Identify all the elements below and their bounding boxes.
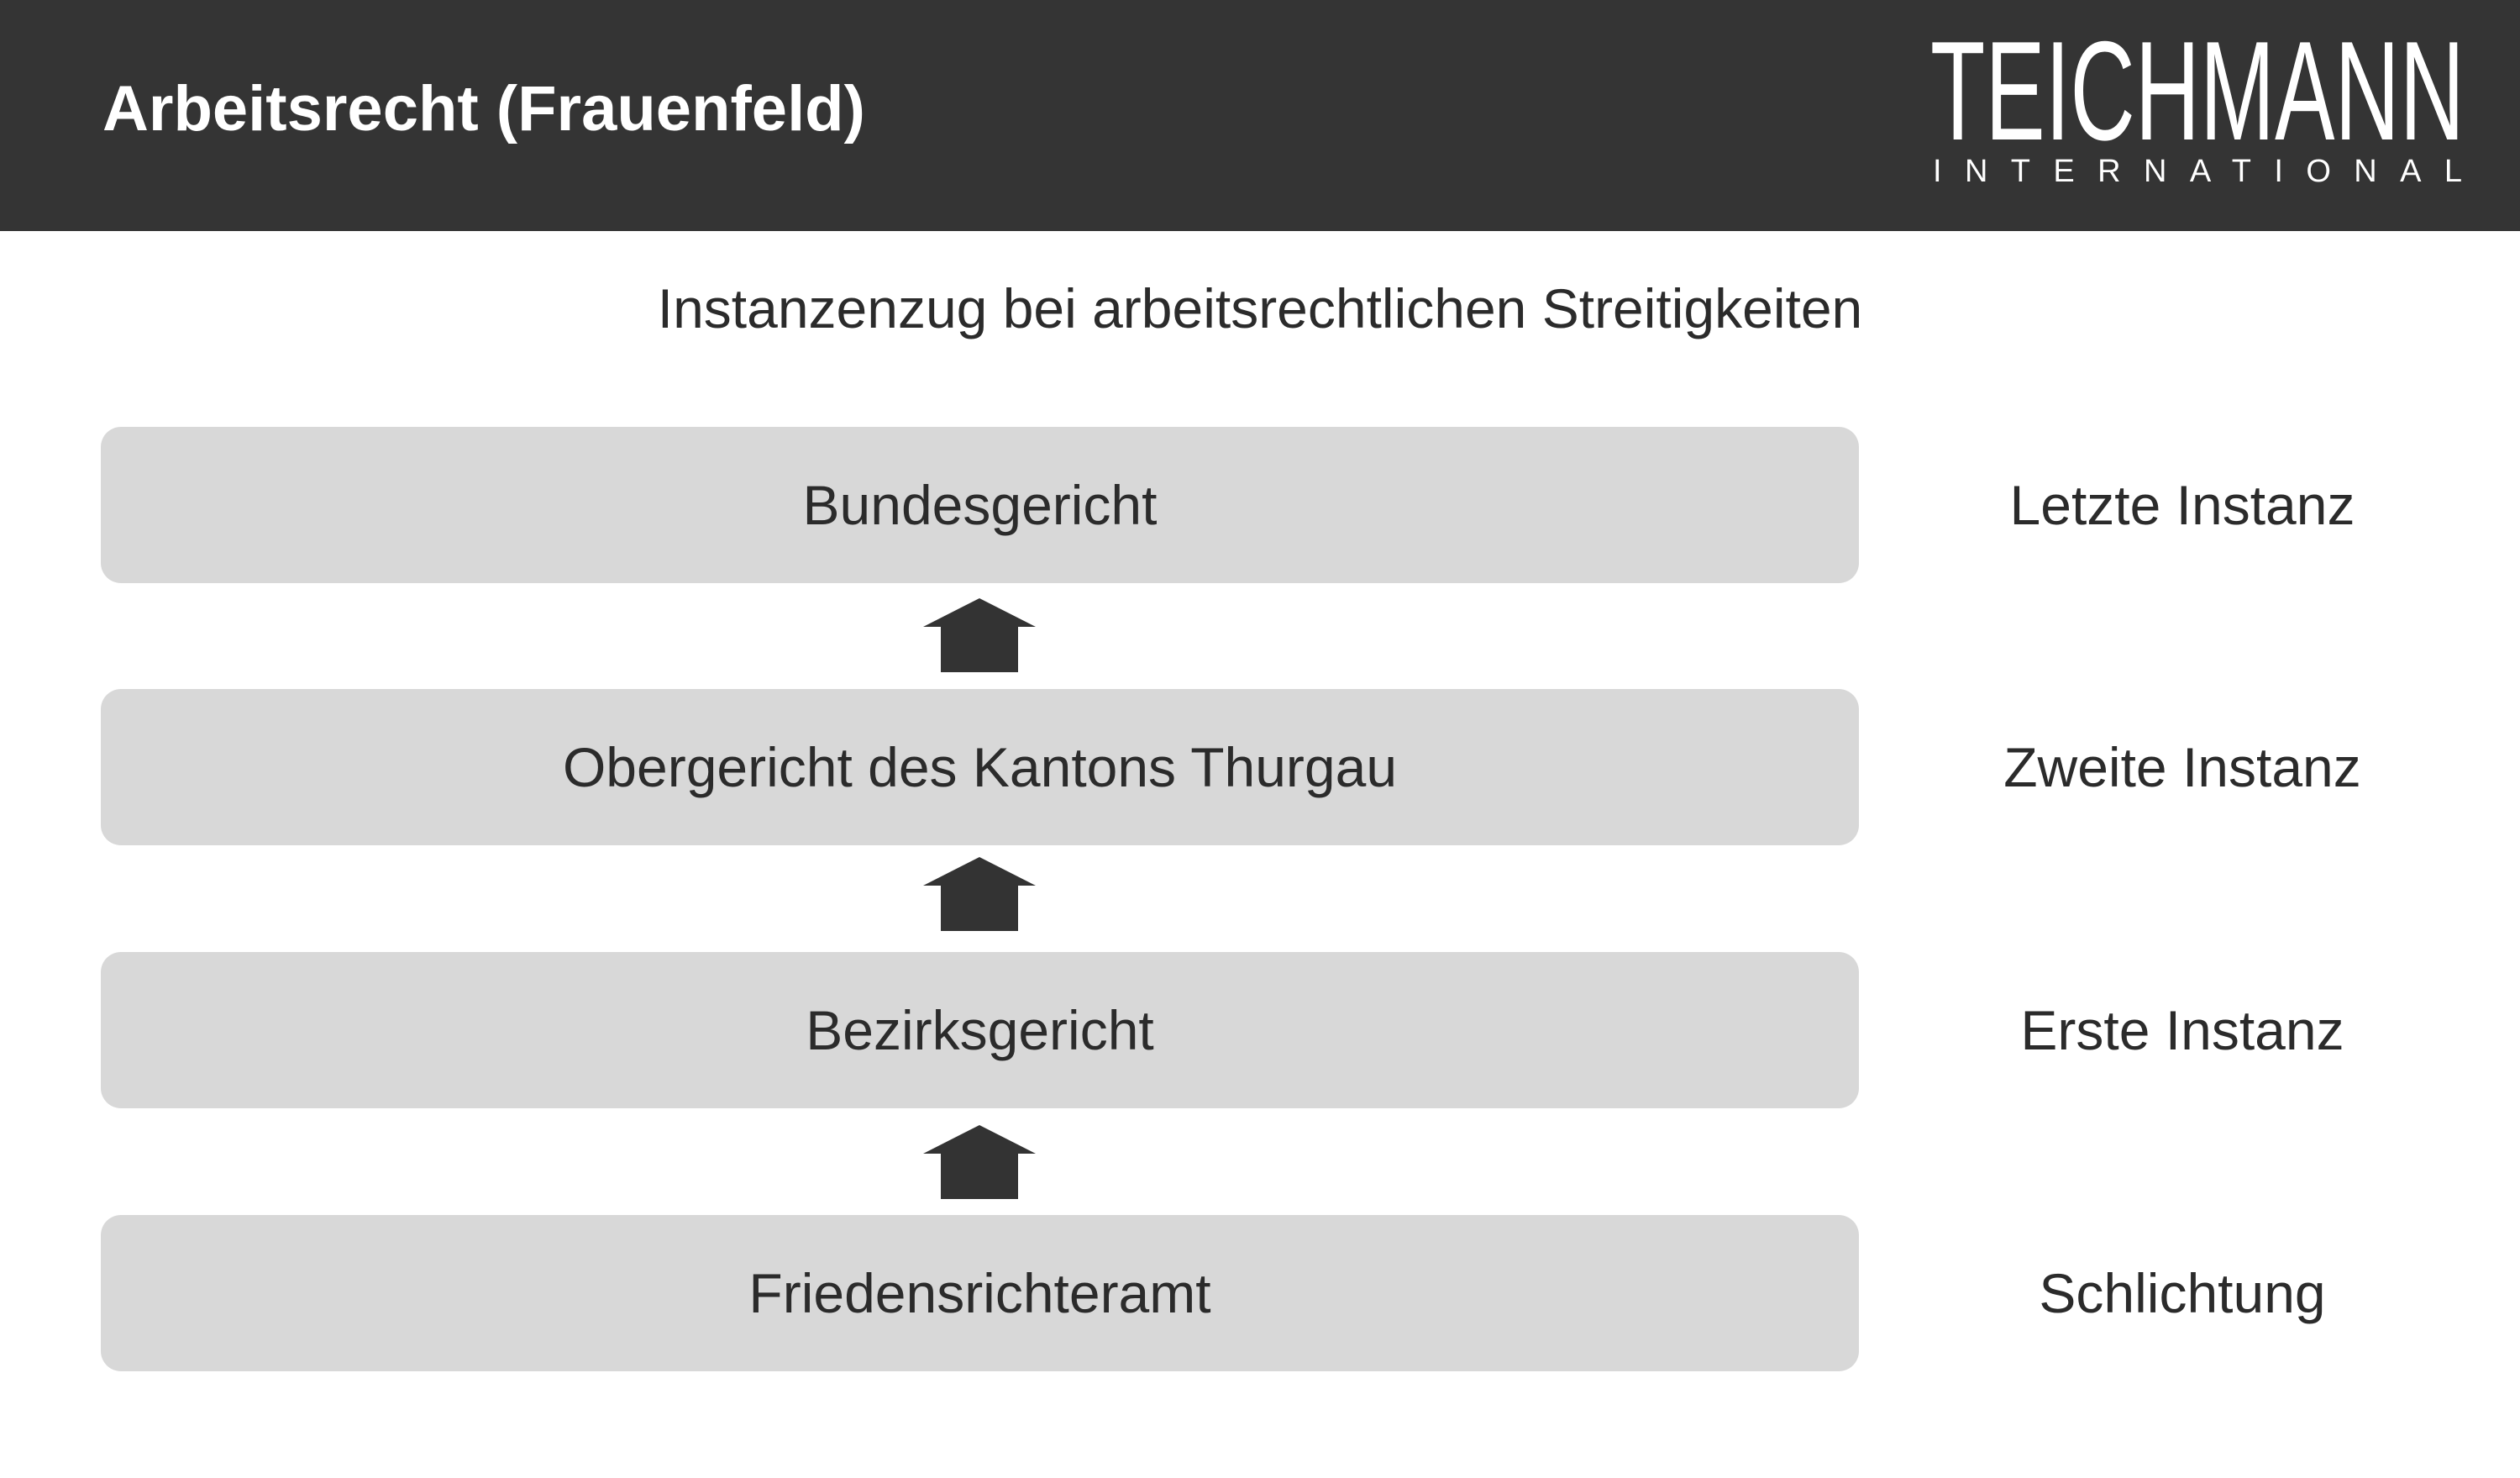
court-label: Friedensrichteramt — [748, 1262, 1211, 1324]
court-label: Bundesgericht — [802, 474, 1158, 536]
up-arrow-icon — [923, 598, 1036, 672]
court-box-bezirksgericht: Bezirksgericht — [101, 952, 1859, 1108]
logo-tagline: INTERNATIONAL — [1933, 154, 2462, 189]
court-box-obergericht: Obergericht des Kantons Thurgau — [101, 689, 1859, 845]
instance-label-zweite: Zweite Instanz — [2003, 736, 2361, 798]
court-box-friedensrichteramt: Friedensrichteramt — [101, 1215, 1859, 1371]
court-label: Obergericht des Kantons Thurgau — [562, 736, 1398, 798]
up-arrow-icon — [923, 857, 1036, 931]
diagram-title: Instanzenzug bei arbeitsrechtlichen Stre… — [657, 277, 1863, 339]
page-title: Arbeitsrecht (Frauenfeld) — [102, 73, 865, 145]
court-box-bundesgericht: Bundesgericht — [101, 427, 1859, 583]
teichmann-logo: TEICHMANN INTERNATIONAL — [1929, 24, 2466, 192]
court-label: Bezirksgericht — [806, 999, 1154, 1061]
instance-label-letzte: Letzte Instanz — [2009, 474, 2355, 536]
header-bar: Arbeitsrecht (Frauenfeld) TEICHMANN INTE… — [0, 0, 2520, 231]
instance-label-schlichtung: Schlichtung — [2039, 1262, 2326, 1324]
logo-wordmark: TEICHMANN — [1930, 24, 2465, 170]
up-arrow-icon — [923, 1125, 1036, 1199]
instance-label-erste: Erste Instanz — [2020, 999, 2344, 1061]
